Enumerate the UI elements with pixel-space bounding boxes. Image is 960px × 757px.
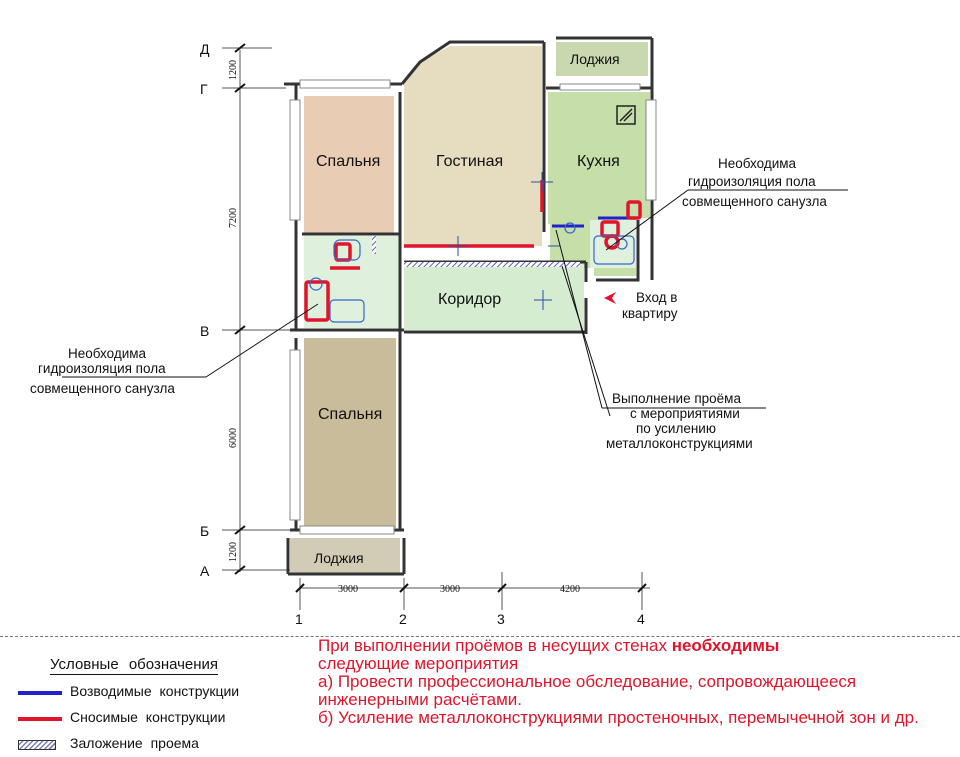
kitchen-bath-area bbox=[590, 220, 636, 268]
legend-swatch-new bbox=[18, 691, 62, 695]
note-opening-1: Выполнение проёма bbox=[612, 391, 741, 406]
room-label-loggia-top: Лоджия bbox=[570, 51, 620, 67]
dim-horizontal-4200: 4200 bbox=[560, 584, 580, 595]
floor-plan: Д Г В Б А 1 2 3 4 1200 7200 6000 1200 30… bbox=[30, 36, 848, 627]
note-opening-4: металлоконструкциями bbox=[606, 436, 753, 451]
note-waterproof-right-3: совмещенного санузла bbox=[682, 194, 827, 209]
note-opening-2: с мероприятиями bbox=[630, 406, 740, 421]
note-opening-3: по усилению bbox=[636, 421, 716, 436]
legend-label-removed: Сносимые конструкции bbox=[70, 709, 226, 725]
leader-lines bbox=[62, 189, 848, 417]
dim-horizontal-3000-a: 3000 bbox=[338, 584, 358, 595]
dim-vertical-6000: 6000 bbox=[228, 428, 239, 448]
legend-swatch-blocked bbox=[18, 740, 56, 750]
room-label-corridor: Коридор bbox=[438, 291, 501, 308]
corridor-room bbox=[404, 264, 584, 330]
axis-number-1: 1 bbox=[295, 611, 303, 627]
requirements-line-1: При выполнении проёмов в несущих стенах … bbox=[318, 637, 948, 655]
loggia-top-area bbox=[556, 42, 648, 76]
axis-letter-a: А bbox=[200, 563, 210, 579]
axis-number-4: 4 bbox=[637, 611, 645, 627]
blocked-opening-bath bbox=[372, 236, 376, 254]
note-waterproof-right-1: Необходима bbox=[718, 156, 797, 171]
note-entrance-2: квартиру bbox=[622, 306, 678, 321]
bathroom-fixtures bbox=[309, 222, 635, 323]
axis-letter-g: Г bbox=[200, 81, 208, 97]
requirements-item-a: а) Провести профессиональное обследовани… bbox=[318, 672, 857, 709]
legend-label-blocked: Заложение проема bbox=[70, 735, 199, 751]
legend-item-removed: Сносимые конструкции bbox=[18, 709, 298, 731]
legend-item-new: Возводимые конструкции bbox=[18, 683, 298, 705]
requirements-line-2: следующие мероприятия bbox=[318, 654, 519, 673]
legend-label-new: Возводимые конструкции bbox=[70, 683, 240, 699]
section-divider bbox=[0, 636, 960, 637]
requirements-note: При выполнении проёмов в несущих стенах … bbox=[318, 637, 948, 727]
legend: Условные обозначения Возводимые конструк… bbox=[18, 656, 298, 757]
bedroom-bottom-room bbox=[304, 338, 396, 528]
ventilation-icon bbox=[616, 105, 636, 125]
living-room bbox=[404, 46, 542, 246]
axis-letter-d: Д bbox=[200, 41, 210, 57]
dim-vertical-7200: 7200 bbox=[228, 208, 239, 228]
requirements-intro: При выполнении проёмов в несущих стенах bbox=[318, 636, 667, 655]
room-label-living: Гостиная bbox=[436, 153, 503, 170]
note-entrance-1: Вход в bbox=[636, 290, 677, 305]
room-label-bedroom-bottom: Спальня bbox=[318, 406, 382, 423]
note-waterproof-right-2: гидроизоляция пола bbox=[688, 174, 816, 189]
legend-swatch-removed bbox=[18, 717, 62, 721]
dim-vertical-1200-top: 1200 bbox=[228, 60, 239, 80]
note-waterproof-left-1: Необходима bbox=[68, 346, 147, 361]
room-label-loggia-bottom: Лоджия bbox=[314, 550, 364, 566]
axis-letter-b: Б bbox=[200, 523, 209, 539]
room-label-bedroom-top: Спальня bbox=[316, 153, 380, 170]
grid-lines bbox=[222, 47, 650, 610]
reference-crosses bbox=[448, 172, 560, 310]
note-waterproof-left-2: гидроизоляция пола bbox=[38, 361, 166, 376]
window-openings bbox=[289, 79, 657, 535]
axis-letter-v: В bbox=[200, 323, 209, 339]
removed-walls bbox=[304, 180, 642, 322]
grid-ticks bbox=[234, 43, 647, 593]
axis-number-3: 3 bbox=[497, 611, 505, 627]
blocked-opening-corridor bbox=[404, 262, 580, 267]
bedroom-top-room bbox=[304, 96, 394, 234]
room-label-kitchen: Кухня bbox=[577, 153, 620, 170]
dim-vertical-1200-bottom: 1200 bbox=[228, 542, 239, 562]
legend-item-blocked: Заложение проема bbox=[18, 735, 298, 757]
requirements-emphasis: необходимы bbox=[671, 636, 780, 655]
requirements-item-b: б) Усиление металлоконструкциями простен… bbox=[318, 708, 919, 727]
loggia-bottom-area bbox=[290, 538, 400, 574]
note-waterproof-left-3: совмещенного санузла bbox=[30, 381, 175, 396]
axis-number-2: 2 bbox=[399, 611, 407, 627]
legend-title: Условные обозначения bbox=[50, 656, 219, 675]
entrance-arrow-icon bbox=[604, 292, 616, 304]
dim-horizontal-3000-b: 3000 bbox=[440, 584, 460, 595]
